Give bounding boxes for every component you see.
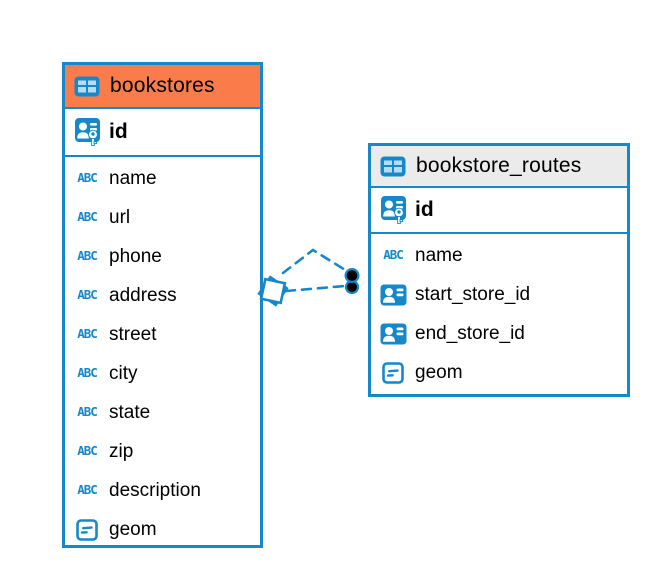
table-title: bookstores (110, 74, 215, 97)
text-type-icon: ABC (77, 482, 98, 498)
geometry-type-icon (379, 361, 407, 384)
primary-key-icon (379, 195, 407, 225)
reference-id-icon (379, 323, 407, 345)
relationship-line-lower (284, 284, 347, 293)
reference-id-icon (379, 284, 407, 306)
column-row[interactable]: ABC name (65, 159, 260, 198)
column-name: id (109, 120, 128, 143)
column-name: address (109, 284, 177, 306)
relationship-dot-end (344, 279, 360, 295)
table-header-bookstore-routes[interactable]: bookstore_routes (371, 146, 627, 188)
text-type-icon: ABC (77, 248, 98, 264)
column-row[interactable]: start_store_id (371, 275, 627, 314)
column-row[interactable]: ABC phone (65, 237, 260, 276)
column-name: zip (109, 440, 134, 462)
column-name: geom (109, 518, 157, 540)
text-type-icon: ABC (77, 404, 98, 420)
column-row[interactable]: ABC description (65, 471, 260, 510)
relationship-diamond-end (257, 275, 289, 307)
table-title: bookstore_routes (416, 154, 582, 177)
entity-table-bookstores[interactable]: bookstores id (62, 62, 263, 548)
column-name: description (109, 479, 201, 501)
text-type-icon: ABC (77, 365, 98, 381)
column-row[interactable]: geom (371, 353, 627, 392)
column-row[interactable]: ABC address (65, 276, 260, 315)
column-name: geom (415, 361, 463, 383)
column-row[interactable]: ABC url (65, 198, 260, 237)
column-name: state (109, 401, 151, 423)
column-row[interactable]: geom (65, 510, 260, 549)
geometry-type-icon (73, 518, 101, 541)
column-row[interactable]: ABC street (65, 315, 260, 354)
table-icon (379, 156, 407, 177)
column-name: street (109, 323, 157, 345)
table-icon (73, 76, 101, 97)
column-row[interactable]: ABC name (371, 236, 627, 275)
columns-section: ABC name ABC url ABC phone ABC address A… (65, 157, 260, 551)
column-name: name (415, 244, 463, 266)
column-row-pk[interactable]: id (371, 188, 627, 234)
primary-key-icon (73, 117, 101, 147)
column-name: phone (109, 245, 162, 267)
column-row[interactable]: end_store_id (371, 314, 627, 353)
text-type-icon: ABC (77, 326, 98, 342)
columns-section: ABC name start_store_id (371, 234, 627, 394)
text-type-icon: ABC (77, 443, 98, 459)
column-name: id (415, 198, 434, 221)
text-type-icon: ABC (77, 209, 98, 225)
column-name: city (109, 362, 138, 384)
text-type-icon: ABC (77, 170, 98, 186)
column-name: end_store_id (415, 322, 525, 344)
text-type-icon: ABC (77, 287, 98, 303)
table-header-bookstores[interactable]: bookstores (65, 65, 260, 109)
relationship-dot-start (344, 268, 360, 284)
entity-table-bookstore-routes[interactable]: bookstore_routes id (368, 143, 630, 397)
column-row[interactable]: ABC zip (65, 432, 260, 471)
column-row[interactable]: ABC city (65, 354, 260, 393)
column-name: name (109, 167, 157, 189)
column-name: start_store_id (415, 283, 531, 305)
relationship-line-upper (281, 248, 352, 275)
column-name: url (109, 206, 131, 228)
column-row[interactable]: ABC state (65, 393, 260, 432)
text-type-icon: ABC (383, 247, 404, 263)
column-row-pk[interactable]: id (65, 109, 260, 157)
